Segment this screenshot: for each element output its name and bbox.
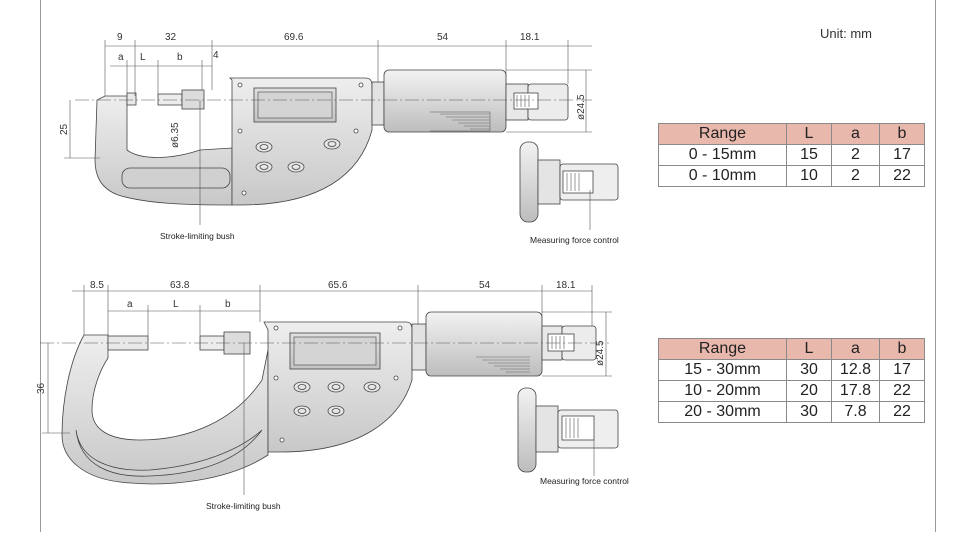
cell-b: 17 — [879, 359, 925, 381]
header-range: Range — [658, 338, 787, 360]
top-dim-9: 9 — [117, 32, 123, 43]
bottom-dim-b: b — [225, 299, 231, 310]
top-dim-54: 54 — [437, 32, 449, 43]
bottom-dim-dia24-5: ø24.5 — [595, 340, 606, 366]
table-row: 15 - 30mm 30 12.8 17 — [658, 359, 925, 381]
top-dim-4: 4 — [213, 50, 219, 61]
header-a: a — [831, 338, 880, 360]
cell-l: 30 — [786, 359, 832, 381]
top-frame — [94, 95, 233, 206]
cell-range: 10 - 20mm — [658, 380, 787, 402]
cell-range: 0 - 10mm — [658, 165, 787, 187]
cell-range: 20 - 30mm — [658, 401, 787, 423]
bottom-sleeve — [411, 323, 427, 371]
range-table-small: Range L a b 0 - 15mm 15 2 17 0 - 10mm 10… — [658, 123, 925, 187]
table-header-row: Range L a b — [658, 338, 925, 360]
bottom-dim-36: 36 — [36, 382, 47, 394]
top-measuring-force-control-label: Measuring force control — [530, 235, 619, 245]
bottom-thimble — [425, 311, 543, 377]
bottom-dim-l: L — [173, 299, 179, 310]
top-spindle — [157, 93, 183, 106]
top-buttons — [255, 138, 341, 173]
bottom-measuring-force-control-label: Measuring force control — [540, 476, 629, 486]
bottom-dimension-lines — [42, 285, 612, 495]
top-dim-l: L — [140, 52, 146, 63]
cell-a: 17.8 — [831, 380, 880, 402]
bottom-buttons — [293, 381, 381, 417]
top-sleeve — [371, 81, 385, 126]
cell-l: 30 — [786, 401, 832, 423]
bottom-frame-grip — [75, 429, 263, 477]
top-force-control-side — [519, 141, 619, 223]
top-dim-a: a — [118, 52, 124, 63]
cell-b: 17 — [879, 144, 925, 166]
header-range: Range — [658, 123, 787, 145]
top-spindle-sleeve — [181, 89, 205, 110]
cell-l: 10 — [786, 165, 832, 187]
top-frame-grip — [121, 167, 231, 189]
top-dim-b: b — [177, 52, 183, 63]
cell-range: 0 - 15mm — [658, 144, 787, 166]
bottom-frame — [61, 334, 269, 485]
top-dim-18-1: 18.1 — [520, 32, 540, 43]
top-dim-25: 25 — [59, 123, 70, 135]
cell-b: 22 — [879, 401, 925, 423]
table-row: 10 - 20mm 20 17.8 22 — [658, 380, 925, 402]
table-row: 20 - 30mm 30 7.8 22 — [658, 401, 925, 423]
top-micrometer — [75, 69, 619, 223]
top-stroke-limiting-bush-label: Stroke-limiting bush — [160, 231, 235, 241]
cell-b: 22 — [879, 380, 925, 402]
cell-l: 20 — [786, 380, 832, 402]
top-dimension-lines — [64, 40, 592, 230]
bottom-dim-54: 54 — [479, 280, 491, 291]
cell-l: 15 — [786, 144, 832, 166]
header-b: b — [879, 338, 925, 360]
unit-label: Unit: mm — [820, 26, 872, 41]
cell-a: 2 — [831, 165, 880, 187]
drawing-sheet — [40, 0, 936, 532]
bottom-force-control-side — [517, 387, 619, 473]
bottom-micrometer — [40, 311, 619, 485]
table-header-row: Range L a b — [658, 123, 925, 145]
top-dim-69-6: 69.6 — [284, 32, 304, 43]
header-l: L — [786, 123, 832, 145]
header-b: b — [879, 123, 925, 145]
top-dim-dia24-5: ø24.5 — [576, 94, 587, 120]
top-anvil — [126, 92, 137, 106]
header-l: L — [786, 338, 832, 360]
top-thimble — [383, 69, 507, 133]
cell-range: 15 - 30mm — [658, 359, 787, 381]
bottom-dim-8-5: 8.5 — [90, 280, 104, 291]
bottom-dim-63-8: 63.8 — [170, 280, 190, 291]
table-row: 0 - 10mm 10 2 22 — [658, 165, 925, 187]
bottom-dim-18-1: 18.1 — [556, 280, 576, 291]
table-row: 0 - 15mm 15 2 17 — [658, 144, 925, 166]
cell-a: 2 — [831, 144, 880, 166]
top-dim-dia6-35: ø6.35 — [170, 122, 181, 148]
bottom-dim-a: a — [127, 299, 133, 310]
cell-b: 22 — [879, 165, 925, 187]
header-a: a — [831, 123, 880, 145]
top-dim-32: 32 — [165, 32, 177, 43]
cell-a: 12.8 — [831, 359, 880, 381]
bottom-dim-65-6: 65.6 — [328, 280, 348, 291]
cell-a: 7.8 — [831, 401, 880, 423]
bottom-stroke-limiting-bush-label: Stroke-limiting bush — [206, 501, 281, 511]
range-table-large: Range L a b 15 - 30mm 30 12.8 17 10 - 20… — [658, 338, 925, 423]
